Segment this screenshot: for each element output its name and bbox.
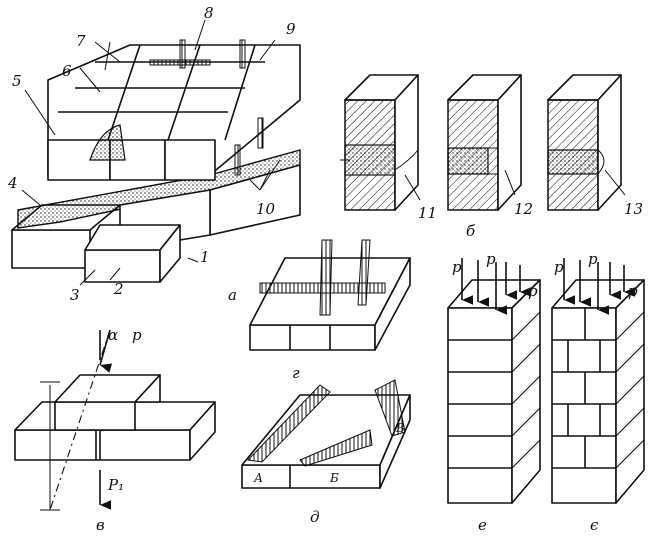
panel-b: 11 12 13 б xyxy=(340,74,643,240)
column-head-joints xyxy=(567,308,601,468)
label-p: p xyxy=(486,250,496,268)
callout-5: 5 xyxy=(12,72,22,90)
column-side-courses xyxy=(615,311,645,469)
label-p: p xyxy=(452,258,462,276)
horizontal-joint xyxy=(149,59,211,66)
column-courses xyxy=(448,339,512,469)
callout-2: 2 xyxy=(113,280,124,298)
fin-v xyxy=(374,379,406,437)
slab-joints xyxy=(289,325,331,350)
joint-section-11 xyxy=(340,74,419,211)
joint-section-12 xyxy=(447,74,522,211)
vertical-joint xyxy=(179,39,186,69)
column-courses xyxy=(552,339,616,469)
caption-e: е xyxy=(478,516,487,534)
vertical-fin xyxy=(319,239,333,316)
fin-b xyxy=(299,429,373,467)
vertical-joint xyxy=(234,144,241,176)
label-p: p xyxy=(132,326,142,344)
label-b: Б xyxy=(329,471,339,485)
label-a: А xyxy=(253,471,263,485)
callout-11: 11 xyxy=(418,204,437,222)
callout-10: 10 xyxy=(256,200,276,218)
caption-a: а xyxy=(228,286,237,304)
label-p1: P₁ xyxy=(107,476,124,494)
column-side xyxy=(511,279,541,504)
panel-v: α p P₁ в xyxy=(14,326,216,534)
load-arrows xyxy=(461,258,532,315)
caption-g: г xyxy=(292,364,300,382)
callout-13: 13 xyxy=(624,200,643,218)
upper-brick-front-3 xyxy=(164,139,216,181)
column-front xyxy=(447,307,513,504)
front-brick-side xyxy=(159,224,181,283)
label-p: p xyxy=(554,258,564,276)
callout-8: 8 xyxy=(204,4,214,22)
callout-9: 9 xyxy=(286,20,296,38)
fin-a xyxy=(246,384,331,463)
callout-6: 6 xyxy=(62,62,72,80)
front-brick-front xyxy=(84,249,161,283)
label-p: p xyxy=(528,282,538,300)
panel-ye: p p p є xyxy=(551,250,645,534)
callout-leaders xyxy=(21,19,281,286)
panel-e: p p p е xyxy=(447,250,541,534)
load-arrows xyxy=(563,258,636,315)
joint-section-13 xyxy=(547,74,622,211)
mortar-cutaway xyxy=(89,124,126,161)
top-brick-front xyxy=(54,401,136,431)
bottom-course-side xyxy=(189,401,216,461)
label-p: p xyxy=(628,282,638,300)
dimension-line xyxy=(40,381,60,511)
label-p: p xyxy=(588,250,598,268)
column-front xyxy=(551,307,617,504)
vertical-fin xyxy=(357,239,371,306)
caption-d: д xyxy=(310,508,320,526)
brick-front xyxy=(11,229,91,269)
callout-leaders-b xyxy=(404,169,626,201)
slab-front xyxy=(249,324,376,351)
callout-12: 12 xyxy=(514,200,533,218)
label-v: В xyxy=(395,421,405,435)
vertical-joint xyxy=(257,117,264,149)
callout-1: 1 xyxy=(200,248,210,266)
label-alpha: α xyxy=(108,326,118,344)
slab-side xyxy=(374,257,411,351)
caption-b: б xyxy=(466,222,476,240)
column-side-courses xyxy=(511,311,541,469)
top-brick-side xyxy=(134,374,161,403)
vertical-joint xyxy=(239,39,246,69)
panel-d: А Б В д xyxy=(241,379,411,526)
caption-v: в xyxy=(96,516,105,534)
callout-4: 4 xyxy=(7,174,18,192)
bottom-course-front xyxy=(14,429,191,461)
panel-g: г xyxy=(249,239,411,382)
panel-a: 1 2 3 4 5 6 7 8 9 10 а xyxy=(7,4,301,304)
callout-7: 7 xyxy=(76,32,86,50)
callout-3: 3 xyxy=(70,286,80,304)
force-arrow-p xyxy=(99,329,113,373)
caption-ye: є xyxy=(590,516,599,534)
bottom-joint xyxy=(95,430,101,460)
column-side xyxy=(615,279,645,504)
